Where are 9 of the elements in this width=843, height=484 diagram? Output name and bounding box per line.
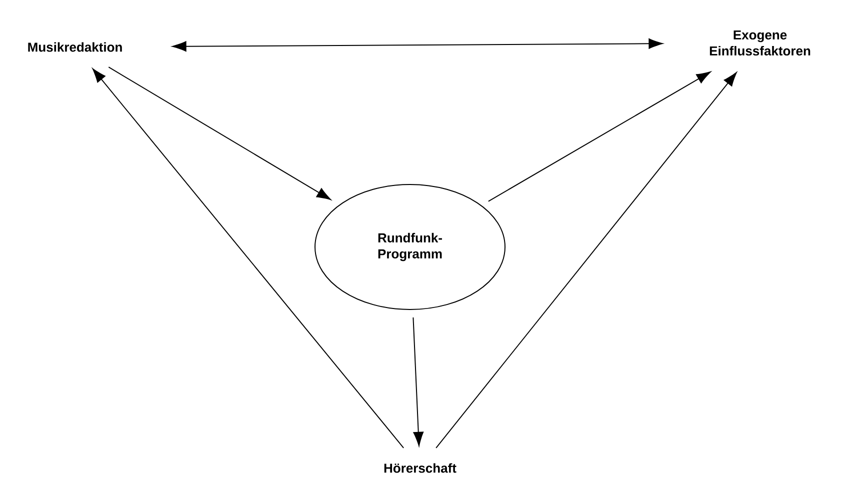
arrow (488, 72, 711, 202)
arrow (436, 72, 737, 448)
arrow (108, 66, 331, 200)
node-label: Hörerschaft (384, 463, 456, 473)
arrow (172, 38, 663, 52)
arrow (92, 68, 404, 448)
node-label: Exogene Einflussfaktoren (710, 30, 810, 56)
node-label: Musikredaktion (28, 42, 122, 52)
arrow (412, 316, 424, 446)
